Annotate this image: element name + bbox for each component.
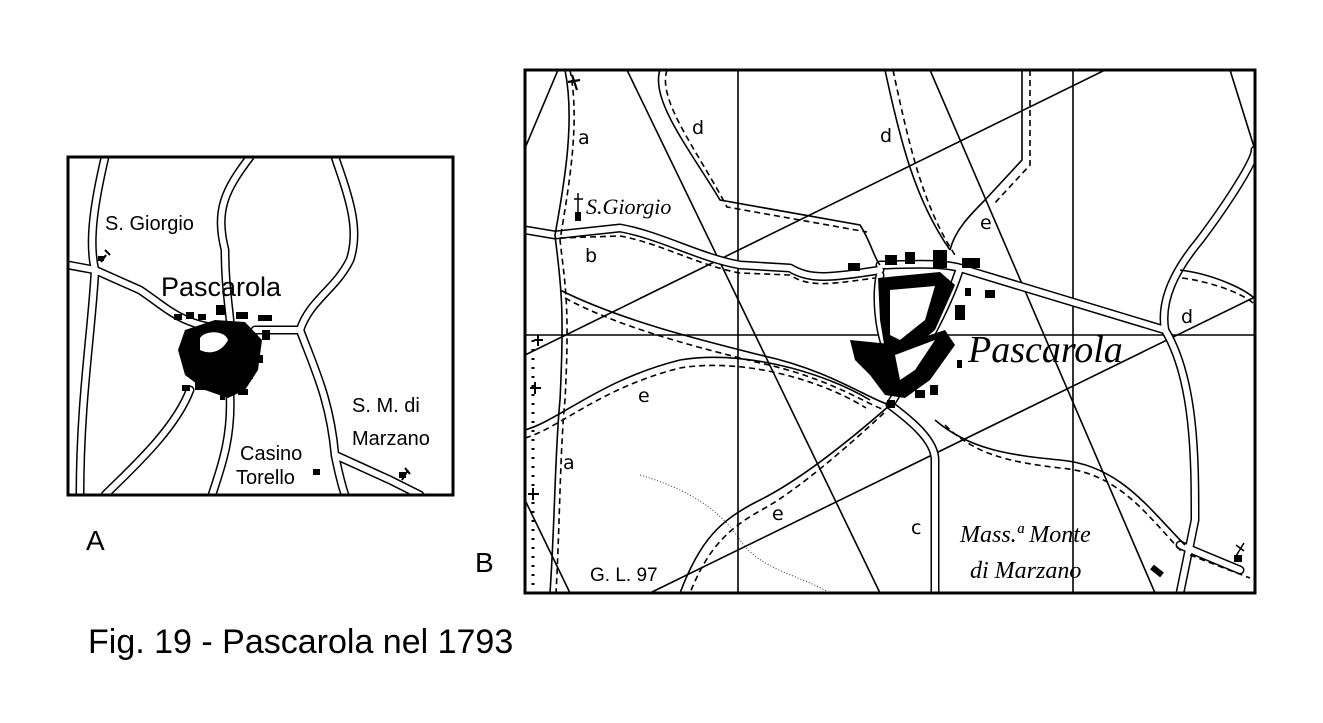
roads-a — [68, 157, 425, 495]
place-label: di Marzano — [970, 558, 1081, 584]
panel-b-frame — [523, 68, 1257, 595]
road-letter-d: d — [1181, 306, 1193, 328]
road-letter-a: a — [578, 127, 590, 149]
map-panel-b: a d d e b d e a e c S.Giorgio Pascarola … — [523, 68, 1257, 595]
church-icon — [528, 74, 1245, 578]
place-label: S.Giorgio — [586, 194, 671, 219]
village-blocks-b — [848, 250, 995, 408]
place-label: Torello — [236, 467, 295, 489]
farmhouse-icon — [313, 469, 320, 475]
road-letter-d: d — [880, 125, 892, 147]
road-letter-e: e — [772, 503, 784, 525]
contour-line — [639, 474, 831, 593]
place-label: Pascarola — [161, 272, 282, 302]
place-label: Marzano — [352, 428, 430, 450]
road-letter-b: b — [585, 245, 597, 267]
figure-caption: Fig. 19 - Pascarola nel 1793 — [88, 623, 513, 661]
panel-a-frame — [66, 155, 455, 497]
road-letters: a d d e b d e a e c — [563, 117, 1193, 539]
road-letter-c: c — [911, 517, 921, 539]
panel-label-b: B — [475, 547, 494, 578]
place-label: Casino — [240, 443, 302, 465]
place-label: Mass.ª Monte — [959, 522, 1091, 548]
place-label: S. M. di — [352, 395, 420, 417]
place-label: S. Giorgio — [105, 213, 194, 235]
place-label: Pascarola — [967, 329, 1123, 371]
road-letter-d: d — [692, 117, 704, 139]
road-letter-e: e — [638, 385, 650, 407]
panel-label-a: A — [86, 525, 105, 556]
church-icon — [399, 467, 411, 481]
village-blocks-a — [174, 305, 272, 400]
church-icon — [98, 249, 111, 263]
road-letter-a: a — [563, 452, 575, 474]
road-letter-e: e — [980, 212, 992, 234]
map-label-gl97: G. L. 97 — [590, 565, 658, 586]
map-panel-a: S. Giorgio Pascarola S. M. di Marzano Ca… — [66, 155, 455, 497]
